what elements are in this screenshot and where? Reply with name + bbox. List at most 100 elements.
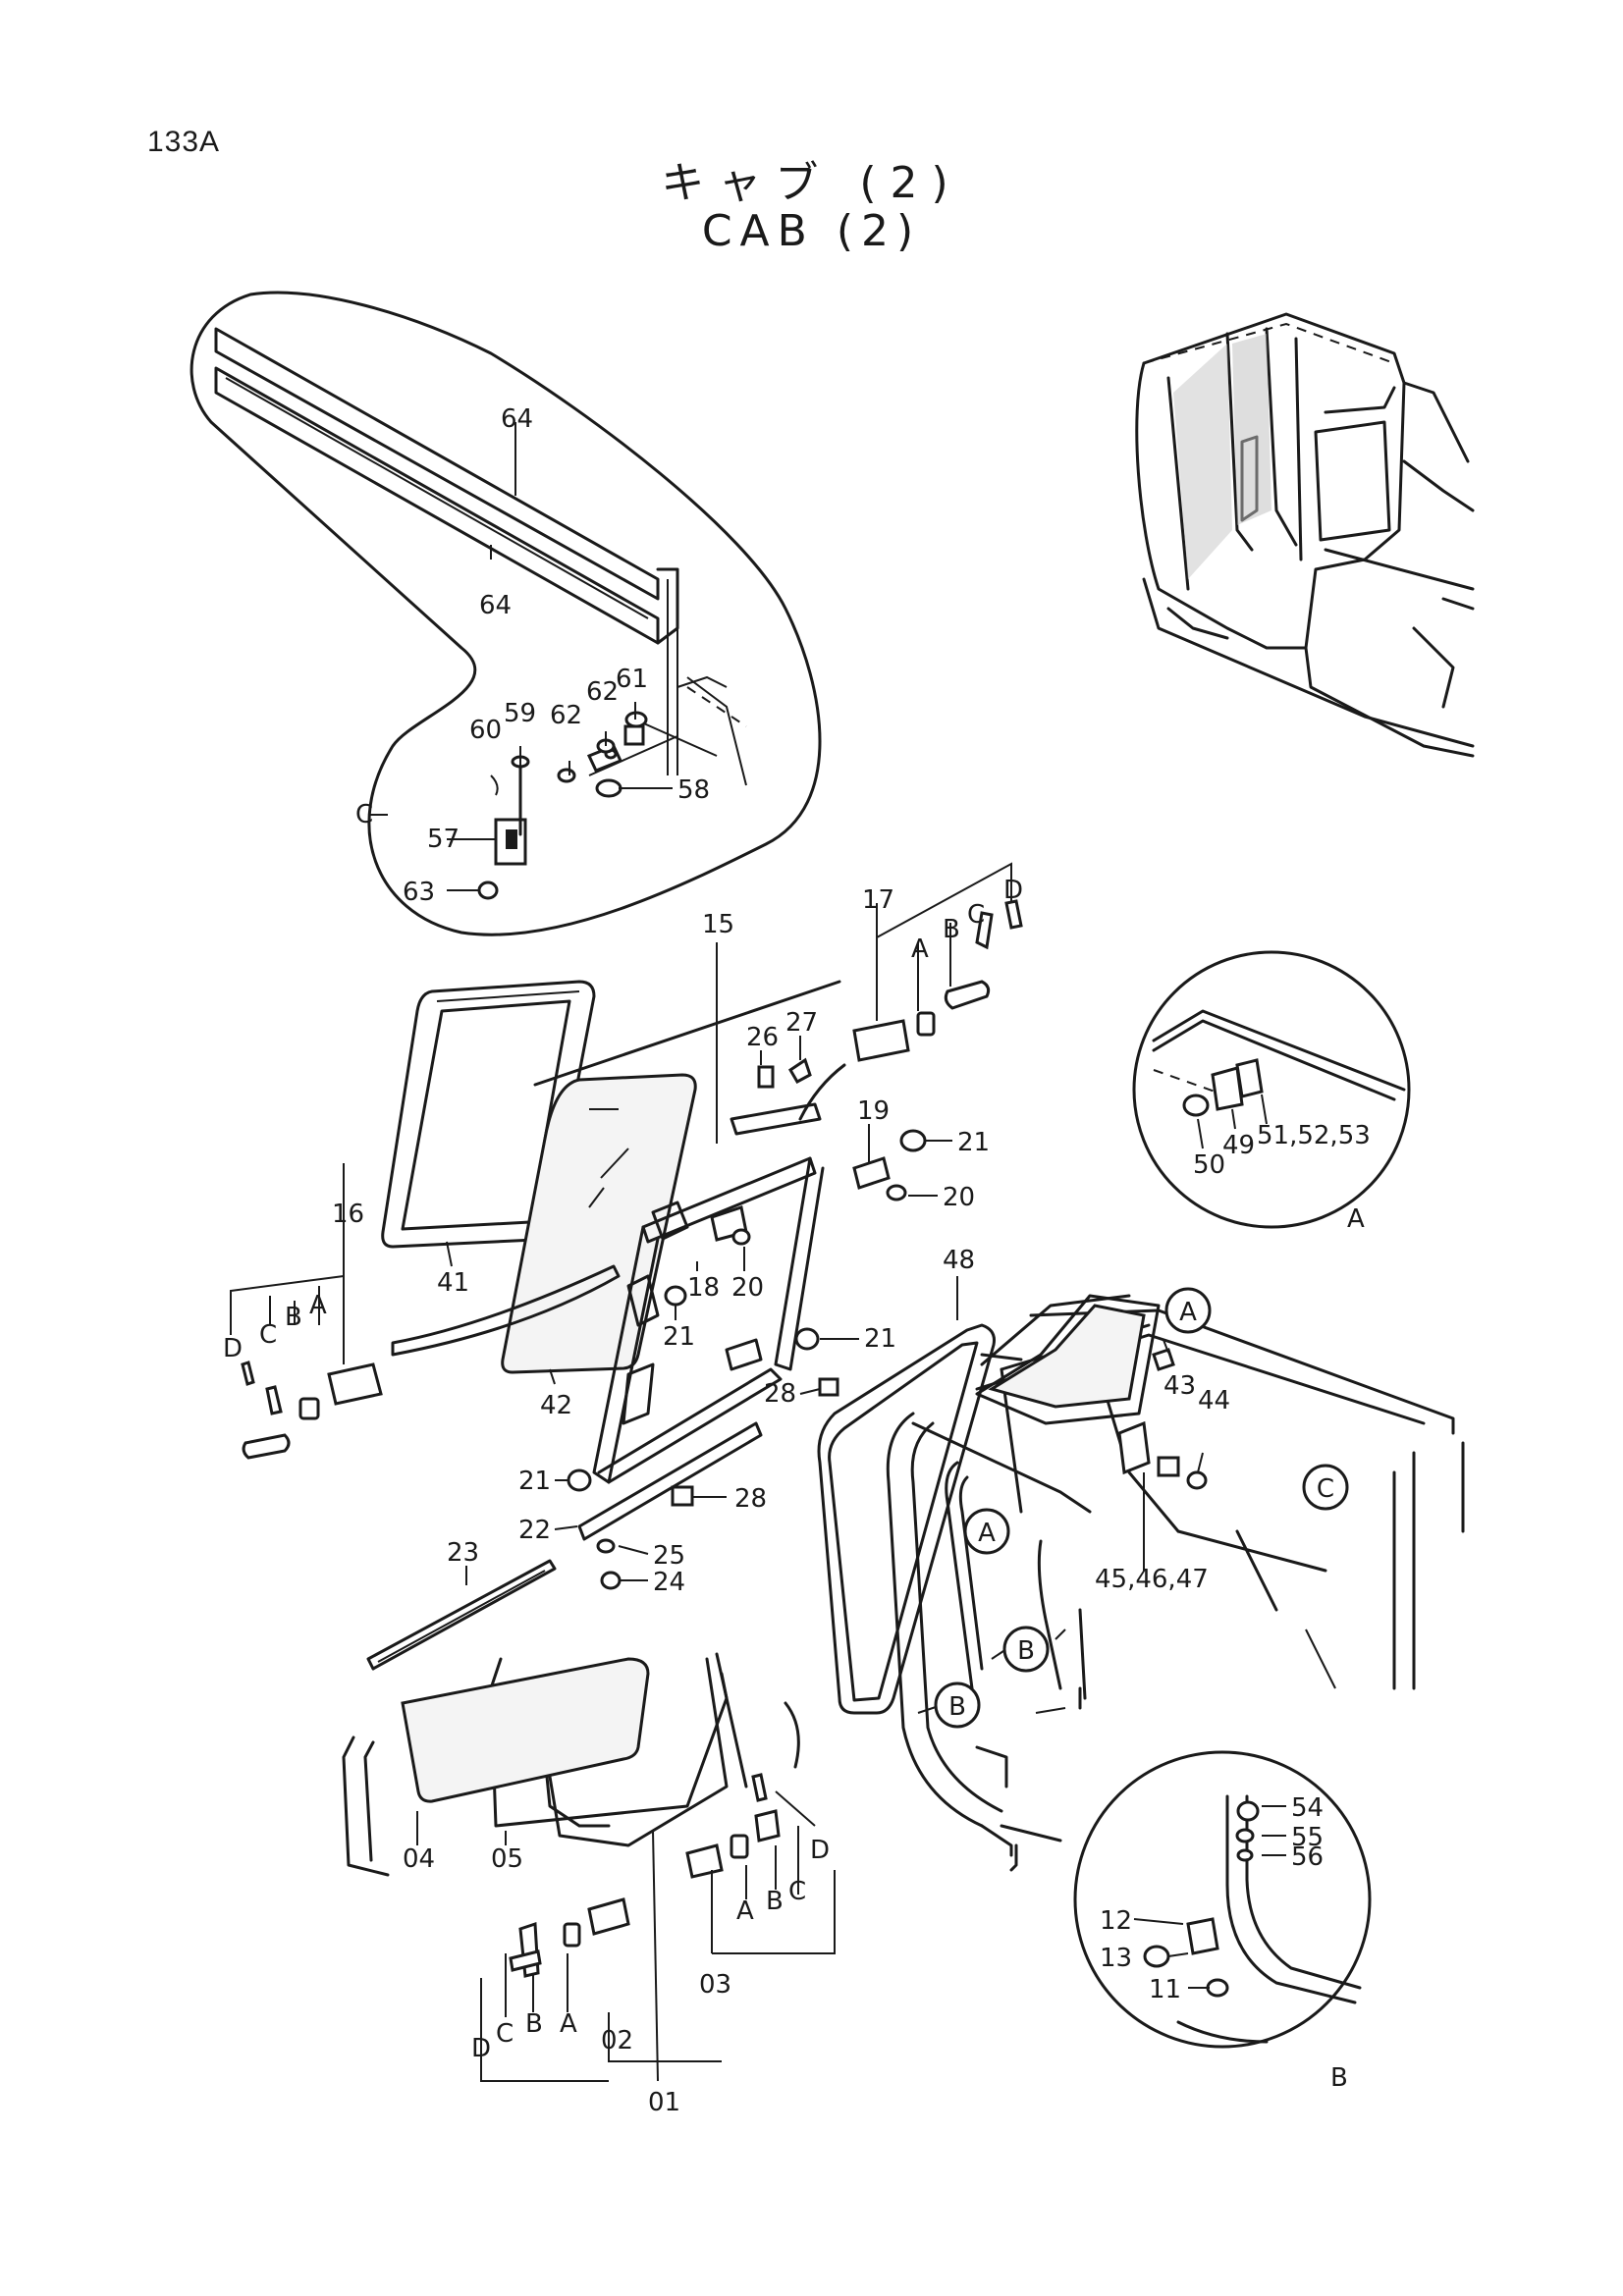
callout-11: 11 — [1149, 1975, 1181, 2004]
callout-15: 15 — [702, 910, 734, 939]
lower-glass-05 — [401, 1657, 650, 1803]
callout-59: 59 — [504, 699, 536, 728]
callout-28-lower: 28 — [734, 1484, 767, 1514]
lower-window-frame-01 — [342, 1652, 800, 1877]
callout-44: 44 — [1198, 1386, 1230, 1415]
callout-20-upper: 20 — [943, 1183, 975, 1212]
latch-handle-16 — [241, 1361, 383, 1460]
callout-64-lower: 64 — [479, 591, 512, 620]
callout-detail-a: A — [1347, 1204, 1365, 1234]
callout-21-middle: 21 — [663, 1322, 695, 1352]
latch-handle-17 — [757, 899, 1023, 1089]
callout-43: 43 — [1163, 1371, 1196, 1401]
callout-02-d: D — [471, 2034, 491, 2063]
callout-21-right: 21 — [864, 1324, 896, 1354]
sliding-frame-15 — [533, 980, 841, 1484]
callout-17: 17 — [862, 885, 894, 915]
callout-61: 61 — [616, 665, 648, 694]
callout-54: 54 — [1291, 1793, 1324, 1823]
guide-rail-22-23 — [366, 1421, 763, 1671]
callout-18: 18 — [687, 1273, 720, 1303]
roof-window — [975, 1294, 1161, 1425]
latch-hardware-57-63 — [477, 711, 648, 900]
callout-c-detail-ref: C — [355, 800, 373, 829]
callout-03-b: B — [766, 1887, 784, 1916]
callout-17-c: C — [967, 900, 985, 930]
callout-16-a: A — [309, 1291, 327, 1320]
cab-overview-illustration — [1135, 312, 1475, 758]
callout-22: 22 — [518, 1516, 551, 1545]
callout-01: 01 — [648, 2088, 680, 2117]
callout-51-52-53: 51,52,53 — [1257, 1121, 1371, 1150]
lower-latch-02-03 — [509, 1773, 781, 1978]
callout-16-b: B — [285, 1303, 302, 1332]
callout-21-upper: 21 — [957, 1128, 990, 1157]
callout-17-d: D — [1003, 876, 1023, 905]
callout-23: 23 — [447, 1538, 479, 1568]
callout-02-a: A — [560, 2009, 577, 2039]
callout-03-c: C — [788, 1877, 806, 1906]
callout-02: 02 — [601, 2026, 633, 2056]
callout-16: 16 — [332, 1200, 364, 1229]
page-number: 133A — [147, 126, 221, 158]
callout-labels: 64 64 59 60 62 62 61 58 57 63 C 15 17 A … — [223, 404, 1371, 2117]
callout-20-middle: 20 — [731, 1273, 764, 1303]
callout-13: 13 — [1100, 1944, 1132, 1973]
callout-16-d: D — [223, 1334, 243, 1363]
callout-02-c: C — [496, 2019, 514, 2049]
callout-26: 26 — [746, 1023, 779, 1052]
title-english: CAB (2) — [701, 206, 922, 256]
callout-04: 04 — [403, 1844, 435, 1874]
callout-45-46-47: 45,46,47 — [1095, 1565, 1209, 1594]
detail-c-frame-edges — [588, 569, 747, 786]
callout-17-b: B — [943, 915, 960, 944]
callout-50: 50 — [1193, 1150, 1225, 1180]
callout-63: 63 — [403, 878, 435, 907]
callout-17-a: A — [911, 934, 929, 964]
callout-27: 27 — [785, 1008, 818, 1038]
ref-circle-b-left-label: B — [948, 1692, 966, 1722]
ref-circle-a-lower — [963, 1508, 1010, 1555]
ref-circle-a-upper — [1164, 1287, 1212, 1334]
bracket-hardware-43-47 — [1117, 1348, 1208, 1490]
door-seal-48 — [817, 1323, 996, 1715]
detail-a-circle — [1132, 950, 1411, 1229]
callout-03-d: D — [810, 1836, 830, 1865]
callout-62-left: 62 — [550, 701, 582, 730]
callout-24: 24 — [653, 1568, 685, 1597]
detail-b-circle — [1073, 1750, 1372, 2049]
ref-circle-c-label: C — [1317, 1474, 1334, 1504]
callout-56: 56 — [1291, 1842, 1324, 1872]
callout-28-upper: 28 — [764, 1379, 796, 1409]
callout-12: 12 — [1100, 1906, 1132, 1936]
callout-60: 60 — [469, 716, 502, 745]
callout-48: 48 — [943, 1246, 975, 1275]
detail-c-balloon — [189, 291, 822, 936]
callout-42: 42 — [540, 1391, 572, 1420]
callout-detail-b: B — [1330, 2063, 1348, 2093]
callout-03: 03 — [699, 1970, 731, 2000]
seal-strip — [391, 1264, 621, 1357]
callout-62-right: 62 — [586, 677, 619, 707]
frame-hardware — [567, 1129, 927, 1590]
ref-circle-b-left — [934, 1682, 981, 1729]
ref-circle-a-lower-label: A — [978, 1519, 996, 1548]
callout-64-upper: 64 — [501, 404, 533, 434]
callout-05: 05 — [491, 1844, 523, 1874]
callout-19: 19 — [857, 1096, 890, 1126]
callout-57: 57 — [427, 825, 460, 854]
title-japanese: キャブ (2) — [661, 158, 962, 208]
circle-reference-markers: A A B B C — [934, 1287, 1349, 1729]
weatherstrip-rail-64 — [214, 327, 679, 645]
ref-circle-b-right-label: B — [1017, 1636, 1035, 1666]
callout-49: 49 — [1222, 1131, 1255, 1160]
callout-25: 25 — [653, 1541, 685, 1571]
callout-55: 55 — [1291, 1823, 1324, 1852]
cable-17 — [798, 1063, 846, 1121]
leader-lines — [230, 422, 1336, 2082]
callout-58: 58 — [677, 775, 710, 805]
ref-circle-b-right — [1002, 1626, 1050, 1673]
ref-circle-c — [1302, 1464, 1349, 1511]
